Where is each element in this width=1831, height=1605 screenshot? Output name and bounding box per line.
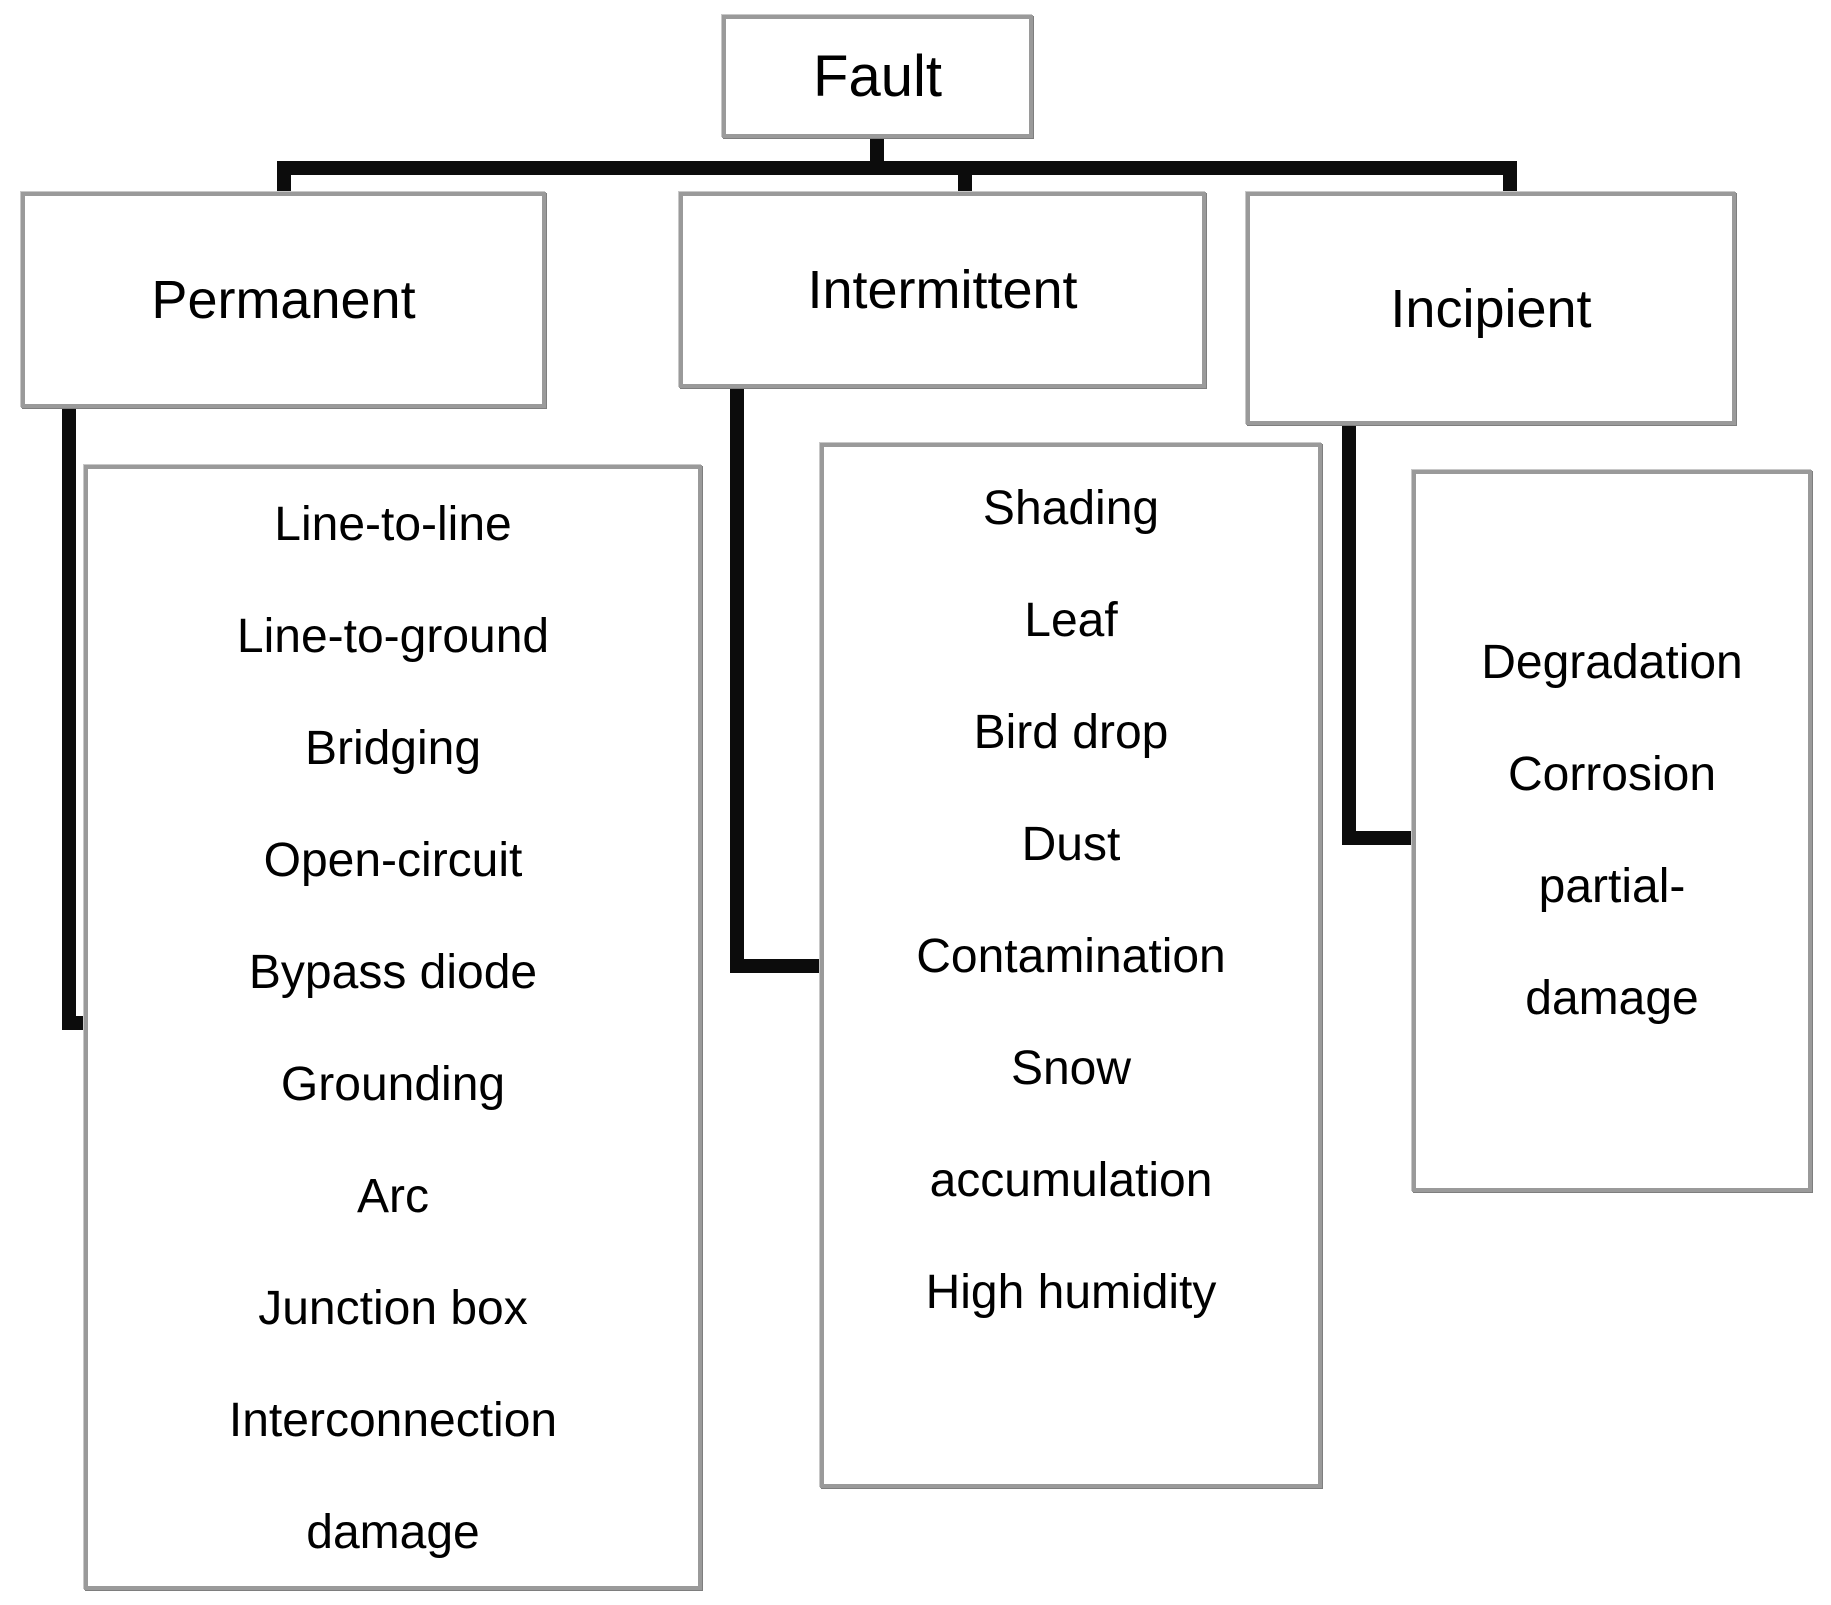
- connector-permanent-elbow: [62, 404, 76, 1030]
- fault-list-item: Interconnection damage: [228, 1394, 558, 1559]
- fault-list-item: Shading: [982, 482, 1160, 535]
- fault-list-item: Junction box: [258, 1282, 528, 1335]
- fault-list-item: Leaf: [1024, 594, 1118, 647]
- connector-incipient-elbow-foot: [1342, 831, 1416, 845]
- connector-fault-stub: [870, 134, 884, 166]
- intermittent-branch-node: Intermittent: [679, 192, 1206, 388]
- fault-list-item: partial- damage: [1525, 860, 1699, 1025]
- permanent-branch-label: Permanent: [151, 270, 416, 330]
- fault-list-item: Contamination: [916, 930, 1226, 983]
- fault-root-node: Fault: [722, 15, 1033, 138]
- incipient-branch-node: Incipient: [1246, 192, 1736, 425]
- fault-list-item: Arc: [357, 1170, 429, 1223]
- connector-intermittent-stub: [958, 170, 972, 196]
- fault-list-item: Grounding: [280, 1058, 506, 1111]
- fault-list-item: Line-to-line: [274, 498, 512, 551]
- fault-list-item: Bypass diode: [248, 946, 538, 999]
- permanent-branch-node: Permanent: [21, 192, 546, 408]
- connector-incipient-elbow: [1342, 421, 1356, 845]
- fault-list-item: Dust: [1021, 818, 1121, 871]
- fault-list-item: Snow accumulation: [929, 1042, 1213, 1207]
- fault-list-item: Degradation: [1481, 636, 1743, 689]
- connector-intermittent-elbow-foot: [730, 959, 824, 973]
- incipient-branch-label: Incipient: [1390, 278, 1592, 339]
- fault-list-item: High humidity: [925, 1266, 1217, 1319]
- connector-permanent-elbow-foot: [62, 1016, 90, 1030]
- fault-list-item: Open-circuit: [263, 834, 523, 887]
- fault-list-item: Bridging: [304, 722, 482, 775]
- connector-incipient-stub: [1503, 170, 1517, 196]
- fault-list-item: Line-to-ground: [236, 610, 550, 663]
- connector-horizontal-bar: [277, 161, 1517, 175]
- intermittent-branch-label: Intermittent: [807, 260, 1078, 320]
- fault-root-label: Fault: [813, 44, 942, 109]
- connector-intermittent-elbow: [730, 384, 744, 973]
- fault-list-item: Corrosion: [1507, 748, 1717, 801]
- connector-permanent-stub: [277, 170, 291, 196]
- fault-list-item: Bird drop: [973, 706, 1169, 759]
